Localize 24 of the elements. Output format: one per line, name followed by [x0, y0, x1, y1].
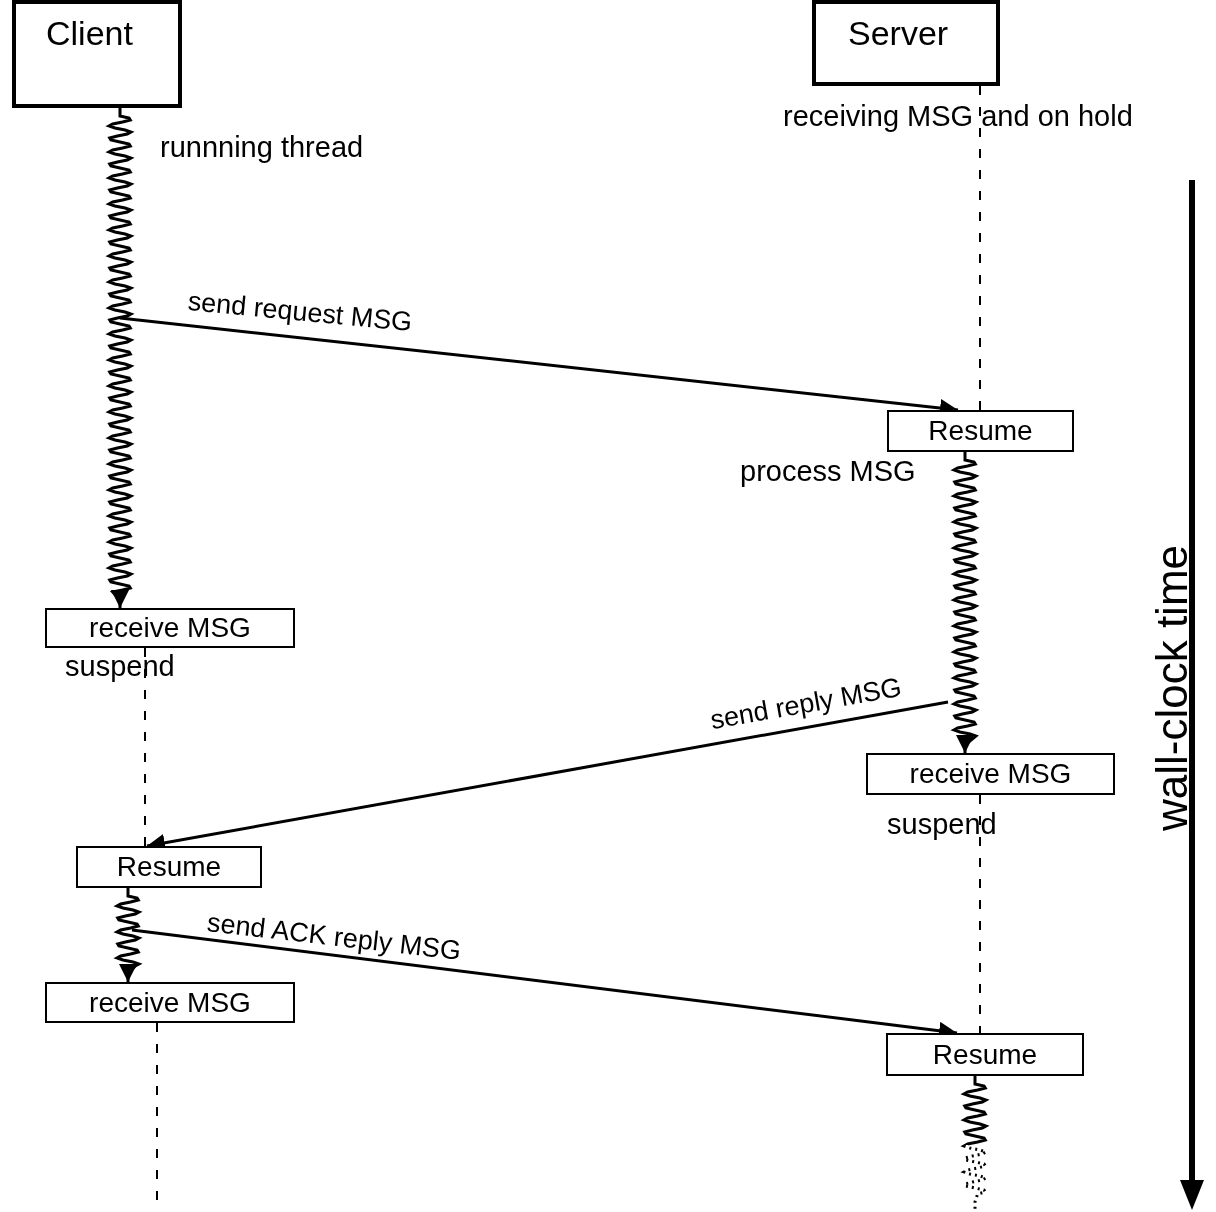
dashed-lifeline	[979, 794, 981, 1034]
event-box: Resume	[76, 846, 262, 888]
axis-label: wall-clock time	[1150, 545, 1194, 831]
thread-arrow	[113, 888, 143, 982]
thread-line	[960, 1076, 990, 1210]
state-note: runnning thread	[160, 133, 364, 162]
event-box: Resume	[887, 410, 1074, 452]
edge-label: send ACK reply MSG	[205, 909, 463, 965]
participant-box: Server	[812, 0, 1000, 86]
state-note: suspend	[65, 652, 175, 681]
edge-label: send request MSG	[186, 287, 414, 337]
dashed-lifeline	[144, 647, 146, 847]
state-note: suspend	[887, 810, 997, 839]
participant-box: Client	[12, 0, 182, 108]
event-box: receive MSG	[45, 608, 295, 648]
event-box: receive MSG	[45, 982, 295, 1023]
event-box: Resume	[886, 1033, 1084, 1076]
state-note: process MSG	[740, 457, 916, 486]
dashed-lifeline	[979, 85, 981, 411]
thread-arrow	[950, 451, 980, 754]
event-box: receive MSG	[866, 753, 1115, 795]
thread-arrow	[105, 107, 135, 609]
state-note: receiving MSG and on hold	[783, 102, 1133, 131]
edge-label: send reply MSG	[708, 673, 904, 735]
